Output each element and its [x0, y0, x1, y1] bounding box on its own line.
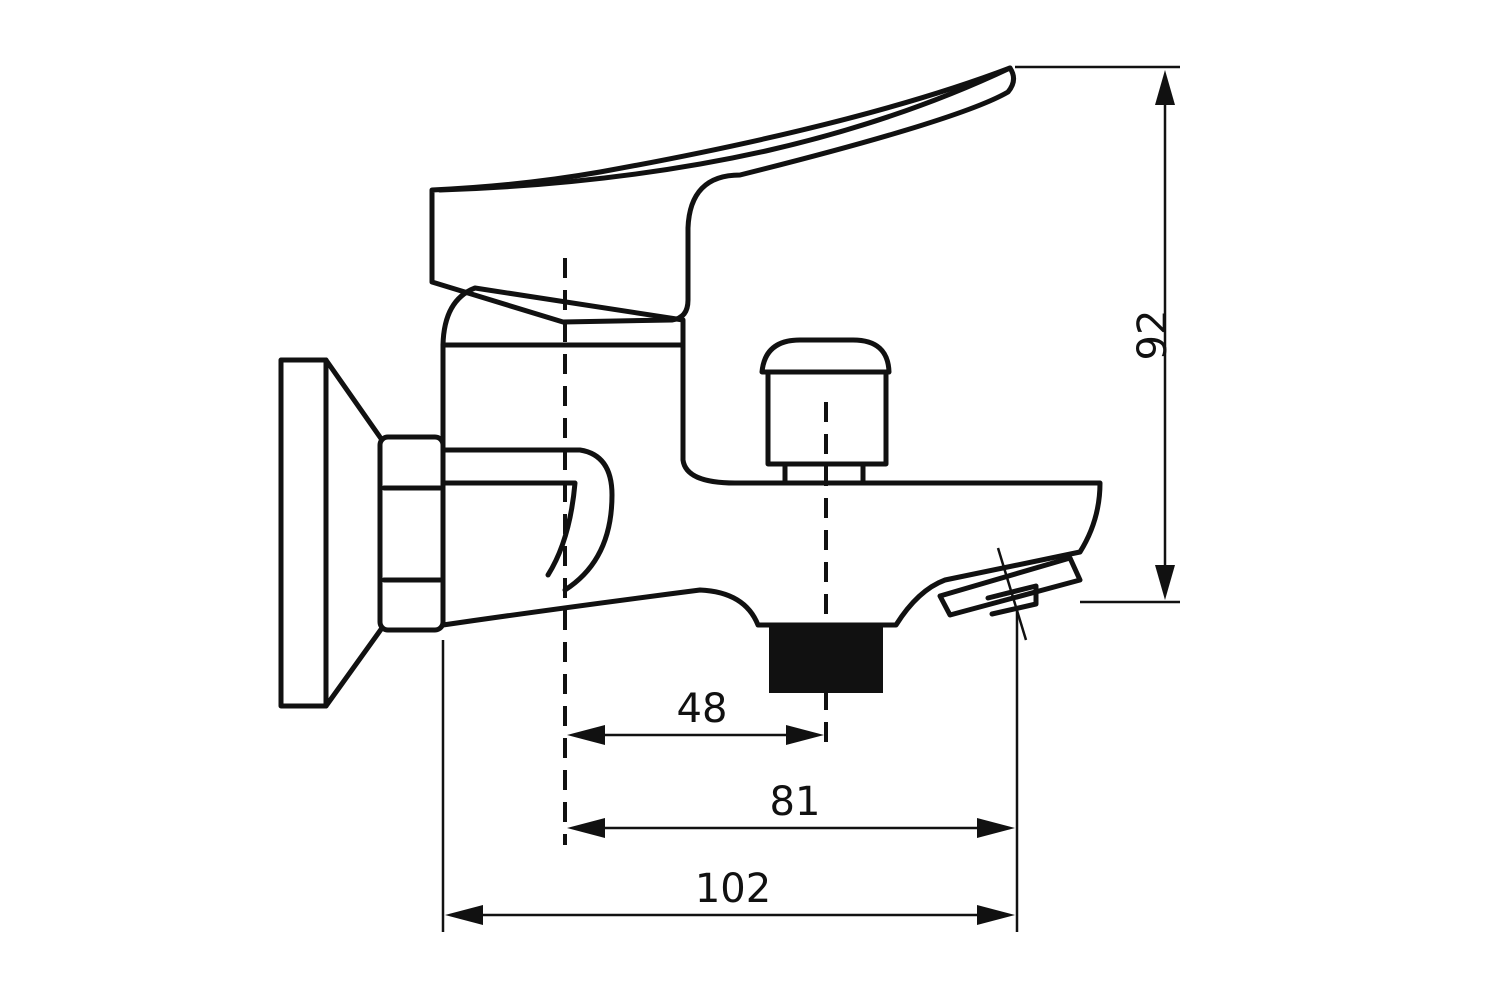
hex-nut — [377, 434, 446, 633]
wall-flange — [278, 357, 385, 709]
dimension-label-spout-outlet: 81 — [770, 779, 821, 825]
dimension-spout-center: 48 — [567, 686, 824, 745]
dimension-label-spout-center: 48 — [677, 686, 728, 732]
dimension-label-overall-depth: 102 — [695, 866, 771, 912]
dimension-overall-depth: 102 — [445, 866, 1015, 925]
dimension-label-height: 92 — [1130, 310, 1176, 361]
center-lines — [563, 258, 828, 845]
extension-lines — [441, 65, 1180, 932]
dimension-height: 92 — [1130, 70, 1176, 600]
lever-handle — [429, 65, 1016, 325]
dimension-spout-outlet: 81 — [567, 779, 1015, 838]
faucet-body — [440, 285, 1103, 628]
